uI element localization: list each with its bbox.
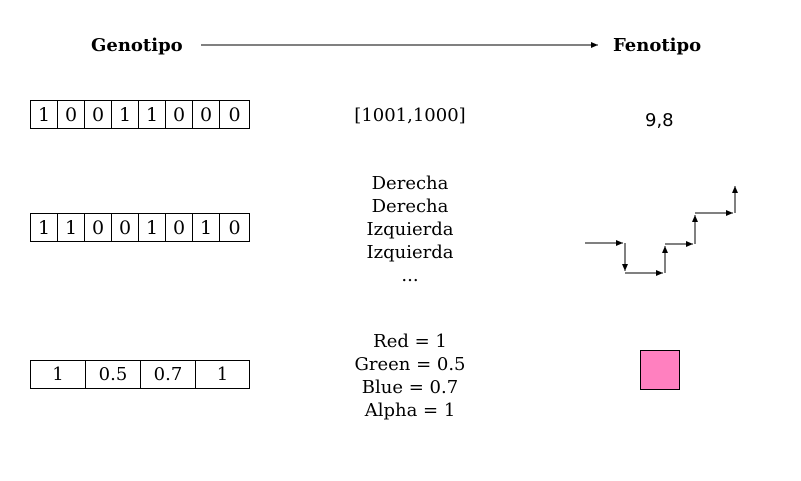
gene-cell: 1	[216, 364, 229, 385]
gene-cell: 1	[31, 361, 86, 388]
genotype-binary-row-2: 1 1 0 0 1 0 1 0	[30, 213, 250, 242]
gene-cell: 1	[139, 214, 166, 241]
direction-item: Izquierda	[366, 242, 454, 263]
direction-item: ...	[401, 265, 419, 286]
direction-item: Izquierda	[366, 219, 454, 240]
gene-cell: 0	[166, 101, 193, 128]
genotype-real-row: 1 0.5 0.7 1	[30, 360, 250, 389]
gene-cell: 0.7	[141, 361, 196, 388]
color-swatch	[640, 350, 680, 390]
path-drawing	[585, 186, 738, 276]
gene-cell: 1	[139, 101, 166, 128]
gene-cell: 0	[193, 101, 220, 128]
genotype-binary-row-1: 1 0 0 1 1 0 0 0	[30, 100, 250, 129]
genotype-header: Genotipo	[91, 35, 183, 56]
phenotype-value: 9,8	[645, 110, 674, 131]
gene-cell: 0.5	[86, 361, 141, 388]
gene-cell: 0	[58, 101, 85, 128]
rgba-item: Blue = 0.7	[361, 377, 459, 398]
gene-cell: 0	[228, 103, 241, 126]
gene-cell: 1	[31, 101, 58, 128]
gene-cell: 0	[85, 101, 112, 128]
gene-cell: 1	[112, 101, 139, 128]
rgba-item: Green = 0.5	[354, 354, 466, 375]
gene-cell: 1	[193, 214, 220, 241]
gene-cell: 0	[85, 214, 112, 241]
mapping-rgba: Red = 1 Green = 0.5 Blue = 0.7 Alpha = 1	[330, 330, 490, 422]
gene-cell: 0	[228, 216, 241, 239]
direction-item: Derecha	[371, 196, 449, 217]
rgba-item: Red = 1	[373, 331, 447, 352]
direction-item: Derecha	[371, 173, 449, 194]
phenotype-header: Fenotipo	[613, 35, 702, 56]
rgba-item: Alpha = 1	[364, 400, 456, 421]
mapping-decoded-ints: [1001,1000]	[354, 105, 466, 126]
mapping-directions: Derecha Derecha Izquierda Izquierda ...	[330, 172, 490, 287]
gene-cell: 0	[166, 214, 193, 241]
gene-cell: 1	[58, 214, 85, 241]
gene-cell: 1	[31, 214, 58, 241]
gene-cell: 0	[112, 214, 139, 241]
